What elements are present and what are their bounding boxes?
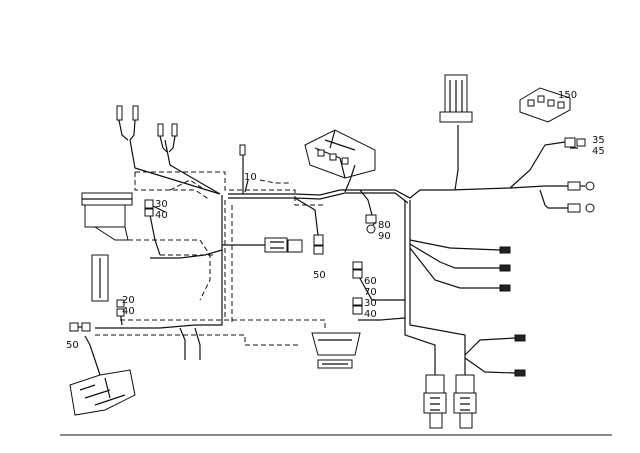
leader-lines <box>152 147 578 226</box>
large-connector-left <box>81 192 133 241</box>
pigtail-connector-left-1 <box>116 105 139 141</box>
callout-150: 150 <box>558 90 577 101</box>
vertical-connector-strip <box>91 254 109 302</box>
callout-30-left: 30 <box>155 199 168 210</box>
callout-70: 70 <box>364 287 377 298</box>
pigtail-connector-left-2 <box>157 123 178 153</box>
connector-50-left <box>69 322 91 332</box>
connector-30-40-left <box>144 199 154 217</box>
round-terminal-right-2 <box>567 203 595 213</box>
connector-50-mid <box>313 234 324 255</box>
ring-terminal-5 <box>514 369 526 377</box>
callout-60: 60 <box>364 276 377 287</box>
bottom-connector-right <box>453 374 477 429</box>
callout-40-left: 40 <box>155 210 168 221</box>
callout-30-mid: 30 <box>364 298 377 309</box>
callout-40-lower: 40 <box>122 306 135 317</box>
bottom-connector-left <box>423 374 447 429</box>
callout-80: 80 <box>378 220 391 231</box>
callout-45: 45 <box>592 146 605 157</box>
connector-35-45 <box>564 137 586 148</box>
callout-90: 90 <box>378 231 391 242</box>
relay-box-bottom-left <box>69 335 136 416</box>
callout-20: 20 <box>122 295 135 306</box>
connector-20-40 <box>116 299 125 317</box>
callout-50-left: 50 <box>66 340 79 351</box>
ring-terminal-4 <box>514 334 526 342</box>
connector-80-90 <box>365 214 377 234</box>
fuse-box-top-center <box>304 129 376 193</box>
callout-40-mid: 40 <box>364 309 377 320</box>
tray-connector-bottom-center <box>311 332 361 369</box>
connector-60-70 <box>352 261 363 279</box>
small-plug-top <box>239 144 246 156</box>
ring-terminal-1 <box>499 246 511 254</box>
ring-terminal-2 <box>499 264 511 272</box>
callout-50-mid: 50 <box>313 270 326 281</box>
main-harness <box>95 125 585 375</box>
fuse-holder-150 <box>519 87 571 123</box>
inline-connector-center <box>264 237 303 253</box>
tall-connector-top <box>439 74 473 123</box>
callout-35: 35 <box>592 135 605 146</box>
connector-30-40-mid <box>352 297 363 315</box>
ring-terminal-3 <box>499 284 511 292</box>
dashed-harness-outline <box>95 171 326 346</box>
round-terminal-right-1 <box>567 181 595 191</box>
callout-10: 10 <box>244 172 257 183</box>
